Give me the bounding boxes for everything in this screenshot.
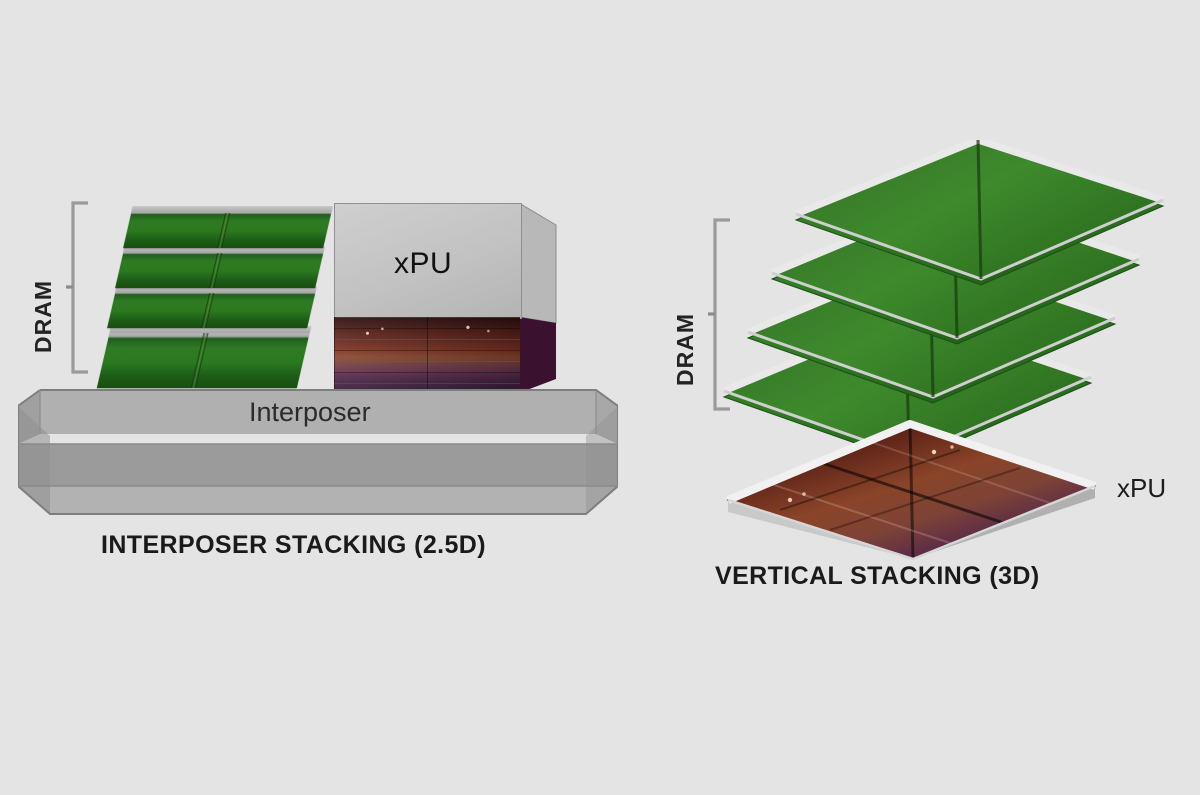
dram-layer xyxy=(96,326,312,388)
dram-label-right: DRAM xyxy=(672,313,698,386)
xpu-top-face xyxy=(334,203,522,319)
vertical-stacking-diagram: DRAM xyxy=(620,0,1200,620)
xpu-label-right: xPU xyxy=(1117,473,1167,503)
caption-vertical-stacking: VERTICAL STACKING (3D) xyxy=(715,562,1040,590)
caption-interposer-stacking: INTERPOSER STACKING (2.5D) xyxy=(101,531,486,559)
xpu-die-face xyxy=(334,317,520,391)
xpu-label-left: xPU xyxy=(394,247,453,280)
interposer-stacking-diagram: DRAM xPU xyxy=(0,0,620,600)
dram-bracket-left xyxy=(66,201,88,374)
interposer-label: Interposer xyxy=(249,397,371,427)
xpu-side-face xyxy=(519,203,557,393)
dram-layer xyxy=(123,206,333,248)
dram-layer xyxy=(794,140,1165,286)
dram-stack-3d xyxy=(722,140,1165,463)
die-specks-overlay xyxy=(334,317,520,391)
dram-bracket-right xyxy=(708,218,730,411)
dram-layer xyxy=(107,286,317,328)
interposer-slab xyxy=(18,389,618,515)
dram-layer xyxy=(115,246,325,288)
dram-label-left: DRAM xyxy=(30,280,56,353)
xpu-die-3d xyxy=(726,420,1097,560)
